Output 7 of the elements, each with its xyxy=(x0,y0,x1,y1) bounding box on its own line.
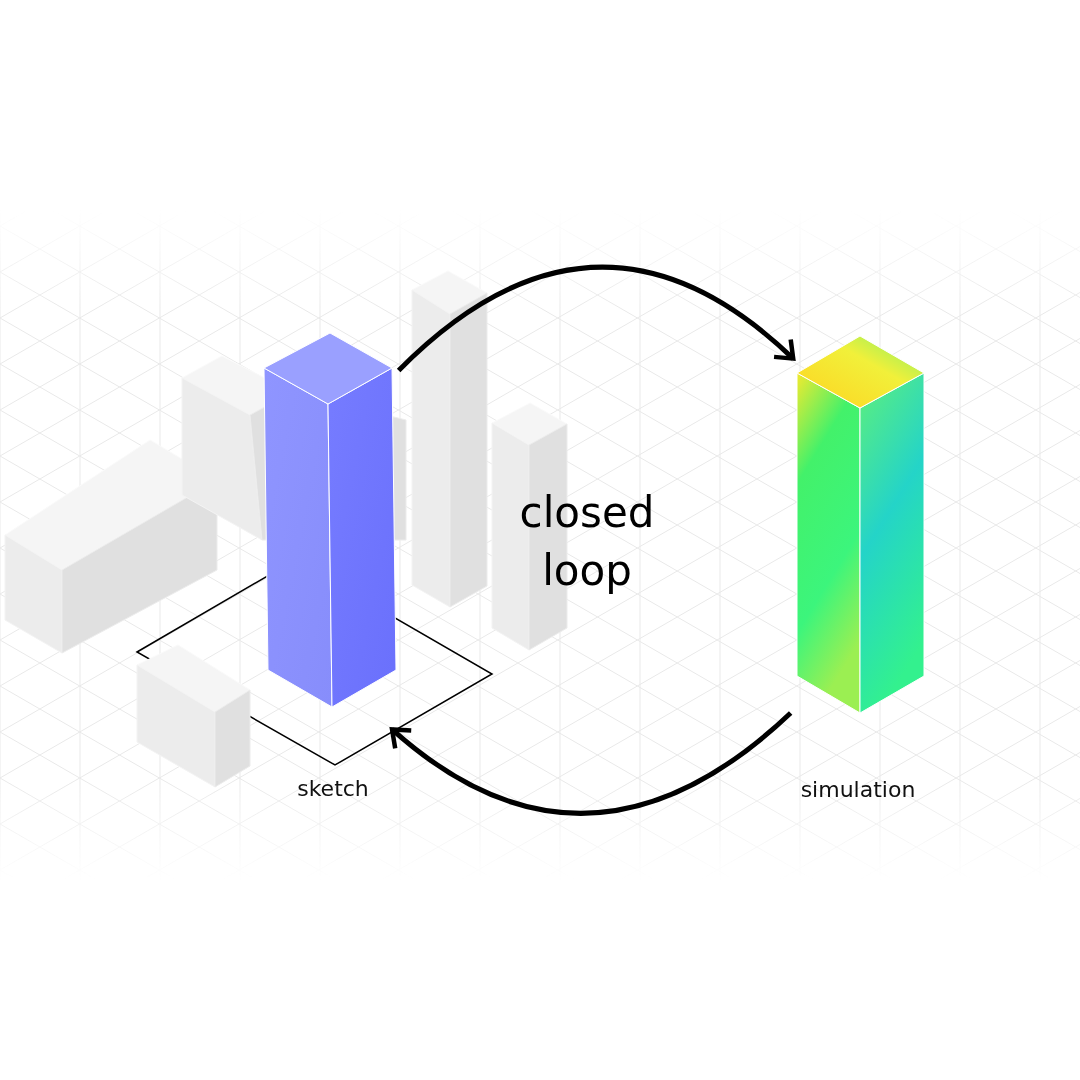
node-label: simulation xyxy=(800,777,916,802)
curved-arrow xyxy=(396,264,796,373)
tower-drawing xyxy=(797,336,924,713)
node-label: sketch xyxy=(297,776,369,801)
tower-drawing xyxy=(264,333,396,707)
curved-arrow xyxy=(389,711,793,816)
center-label: closed loop xyxy=(518,487,656,597)
